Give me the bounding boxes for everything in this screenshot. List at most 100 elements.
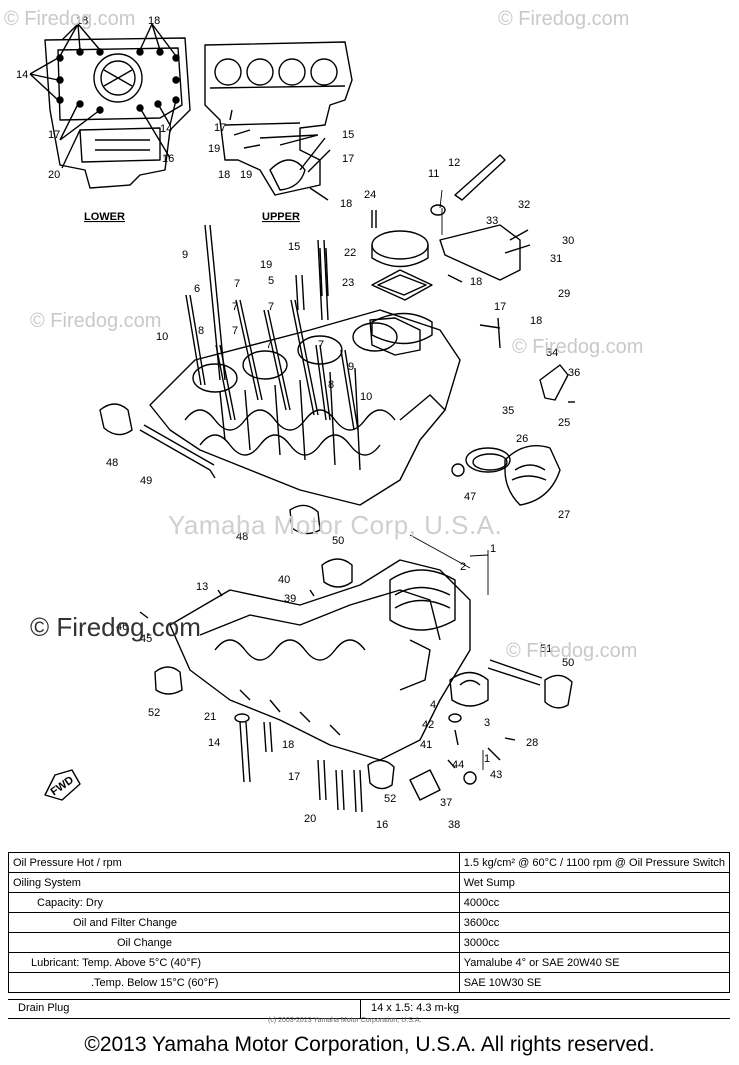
label-44: 44	[452, 759, 464, 771]
label-10a: 10	[156, 331, 168, 343]
lower-fasteners	[139, 558, 573, 813]
label-27: 27	[558, 509, 570, 521]
label-15b: 15	[288, 241, 300, 253]
label-8a: 8	[198, 325, 204, 337]
label-19c: 19	[260, 259, 272, 271]
watermark-right-lower: © Firedog.com	[506, 640, 638, 662]
label-40: 40	[278, 574, 290, 586]
label-18f: 18	[530, 315, 542, 327]
fwd-label: FWD	[49, 774, 76, 798]
spec-value: Wet Sump	[458, 872, 731, 893]
label-9b: 9	[348, 361, 354, 373]
label-6: 6	[194, 283, 200, 295]
label-20a: 20	[48, 169, 60, 181]
label-7e: 7	[266, 339, 272, 351]
drain-plug-divider	[360, 1000, 361, 1018]
label-34: 34	[546, 347, 558, 359]
label-7a: 7	[234, 278, 240, 290]
watermark-mid-right: © Firedog.com	[512, 336, 644, 358]
drain-plug-label: Drain Plug	[18, 1002, 70, 1014]
label-41: 41	[420, 739, 432, 751]
label-14a: 14	[16, 69, 28, 81]
table-row: Oil Pressure Hot / rpm 1.5 kg/cm² @ 60°C…	[8, 852, 731, 873]
spec-label: Oil Change	[8, 932, 460, 953]
label-38: 38	[448, 819, 460, 831]
label-48a: 48	[106, 457, 118, 469]
spec-value: 1.5 kg/cm² @ 60°C / 1100 rpm @ Oil Press…	[458, 852, 731, 873]
watermark-mid-left: © Firedog.com	[30, 310, 162, 332]
label-13: 13	[196, 581, 208, 593]
label-51: 51	[540, 643, 552, 655]
specification-table: Oil Pressure Hot / rpm 1.5 kg/cm² @ 60°C…	[8, 852, 731, 993]
spec-value: SAE 10W30 SE	[458, 972, 731, 993]
lower-case-inset	[29, 23, 191, 189]
inset-label-lower: LOWER	[84, 211, 125, 223]
table-row: Oil and Filter Change 3600cc	[8, 912, 731, 933]
label-23: 23	[342, 277, 354, 289]
label-28: 28	[526, 737, 538, 749]
drain-plug-value: 14 x 1.5: 4.3 m-kg	[371, 1002, 460, 1014]
label-17d: 17	[494, 301, 506, 313]
label-52b: 52	[384, 793, 396, 805]
upper-crankcase	[149, 309, 461, 506]
lower-crankcase	[169, 559, 543, 761]
label-22: 22	[344, 247, 356, 259]
watermark-top-right: © Firedog.com	[498, 8, 630, 30]
label-16b: 16	[376, 819, 388, 831]
label-50a: 50	[332, 535, 344, 547]
label-18d: 18	[340, 198, 352, 210]
label-2: 2	[460, 561, 466, 573]
leader-lines	[409, 189, 489, 770]
label-24: 24	[364, 189, 376, 201]
label-7f: 7	[318, 339, 324, 351]
label-1a: 1	[490, 543, 496, 555]
label-35: 35	[502, 405, 514, 417]
drain-plug-row: Drain Plug 14 x 1.5: 4.3 m-kg	[8, 999, 730, 1019]
label-29: 29	[558, 288, 570, 300]
crankcase-exploded-view: 18 18 14 17 14 16 20 17 15 19 17 18 19 1…	[16, 15, 580, 831]
label-42: 42	[422, 719, 434, 731]
forward-arrow	[44, 769, 81, 801]
exploded-parts-diagram: 18 18 14 17 14 16 20 17 15 19 17 18 19 1…	[4, 8, 644, 831]
label-9a: 9	[182, 249, 188, 261]
table-row: Lubricant: Temp. Above 5°C (40°F) Yamalu…	[8, 952, 731, 973]
label-49: 49	[140, 475, 152, 487]
label-47: 47	[464, 491, 476, 503]
label-12: 12	[448, 157, 460, 169]
label-10b: 10	[360, 391, 372, 403]
oil-strainer-group	[99, 403, 321, 535]
watermark-left-large: © Firedog.com	[30, 612, 201, 642]
spec-label: Oiling System	[8, 872, 460, 893]
label-19a: 19	[208, 143, 220, 155]
label-17c: 17	[342, 153, 354, 165]
spec-value: 4000cc	[458, 892, 731, 913]
label-18b: 18	[148, 15, 160, 27]
watermark-top-left: © Firedog.com	[4, 8, 136, 30]
label-14c: 14	[208, 737, 220, 749]
label-3: 3	[484, 717, 490, 729]
label-1b: 1	[484, 753, 490, 765]
spec-label: Oil Pressure Hot / rpm	[8, 852, 460, 873]
table-row: .Temp. Below 15°C (60°F) SAE 10W30 SE	[8, 972, 731, 993]
label-17a: 17	[48, 129, 60, 141]
label-17e: 17	[288, 771, 300, 783]
label-15a: 15	[342, 129, 354, 141]
spec-value: Yamalube 4° or SAE 20W40 SE	[458, 952, 731, 973]
spec-label: Capacity: Dry	[8, 892, 460, 913]
table-row: Oil Change 3000cc	[8, 932, 731, 953]
label-32: 32	[518, 199, 530, 211]
label-37: 37	[440, 797, 452, 809]
label-39: 39	[284, 593, 296, 605]
label-7d: 7	[232, 325, 238, 337]
label-36: 36	[568, 367, 580, 379]
table-row: Capacity: Dry 4000cc	[8, 892, 731, 913]
label-26: 26	[516, 433, 528, 445]
label-16a: 16	[162, 153, 174, 165]
spec-label: .Temp. Below 15°C (60°F)	[8, 972, 460, 993]
upper-case-inset	[204, 41, 353, 201]
label-20b: 20	[304, 813, 316, 825]
label-8b: 8	[328, 379, 334, 391]
label-31: 31	[550, 253, 562, 265]
spec-label: Oil and Filter Change	[8, 912, 460, 933]
label-43: 43	[490, 769, 502, 781]
